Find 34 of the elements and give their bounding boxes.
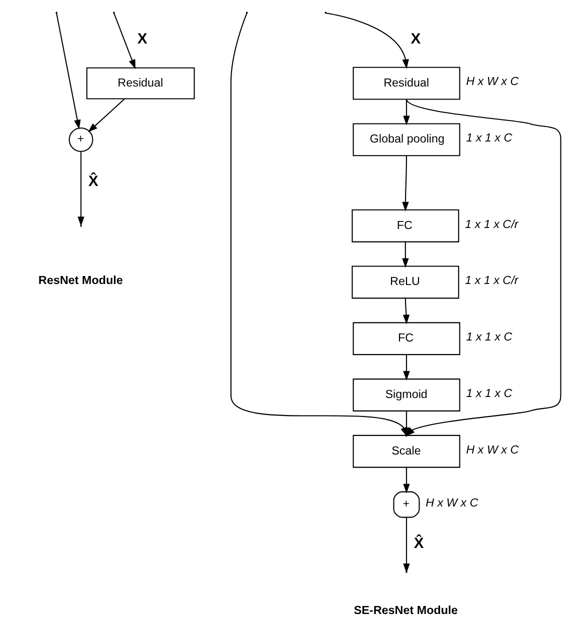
arrow xyxy=(56,13,81,130)
node-label: 1 x 1 x C xyxy=(466,132,512,145)
node-box: ReLU xyxy=(352,266,460,299)
node-box: Residual xyxy=(352,66,460,100)
arrow xyxy=(88,98,125,132)
node-box: Scale xyxy=(352,434,460,468)
node-circle: + xyxy=(68,127,94,152)
arrow xyxy=(403,99,410,126)
arrow xyxy=(326,12,409,69)
node-label: H x W x C xyxy=(426,496,478,510)
node-label: H x W x C xyxy=(466,75,519,88)
node-box: Global pooling xyxy=(352,123,460,156)
node-label: 1 x 1 x C xyxy=(466,386,512,400)
label: ResNet Module xyxy=(38,274,123,288)
node-box: FC xyxy=(352,209,460,242)
node-label: 1 x 1 x C xyxy=(466,330,512,344)
node-label: 1 x 1 x C/r xyxy=(465,218,518,231)
arrow xyxy=(402,298,410,324)
node-box: Sigmoid xyxy=(352,378,460,412)
arrow xyxy=(403,467,410,494)
label: SE-ResNet Module xyxy=(354,604,458,618)
edge-label: X̂ xyxy=(414,536,424,552)
node-box: Residual xyxy=(86,67,195,100)
arrow xyxy=(402,156,409,212)
edge-label: X̂ xyxy=(88,174,98,190)
arrow xyxy=(403,354,410,381)
edge-label: X xyxy=(410,32,421,48)
node-label: H x W x C xyxy=(466,443,519,456)
arrow xyxy=(402,242,409,268)
arrow xyxy=(78,151,84,226)
edge-label: X xyxy=(137,32,148,48)
node-label: 1 x 1 x C/r xyxy=(465,274,518,288)
node-box: FC xyxy=(352,322,460,356)
arrow xyxy=(113,12,136,70)
